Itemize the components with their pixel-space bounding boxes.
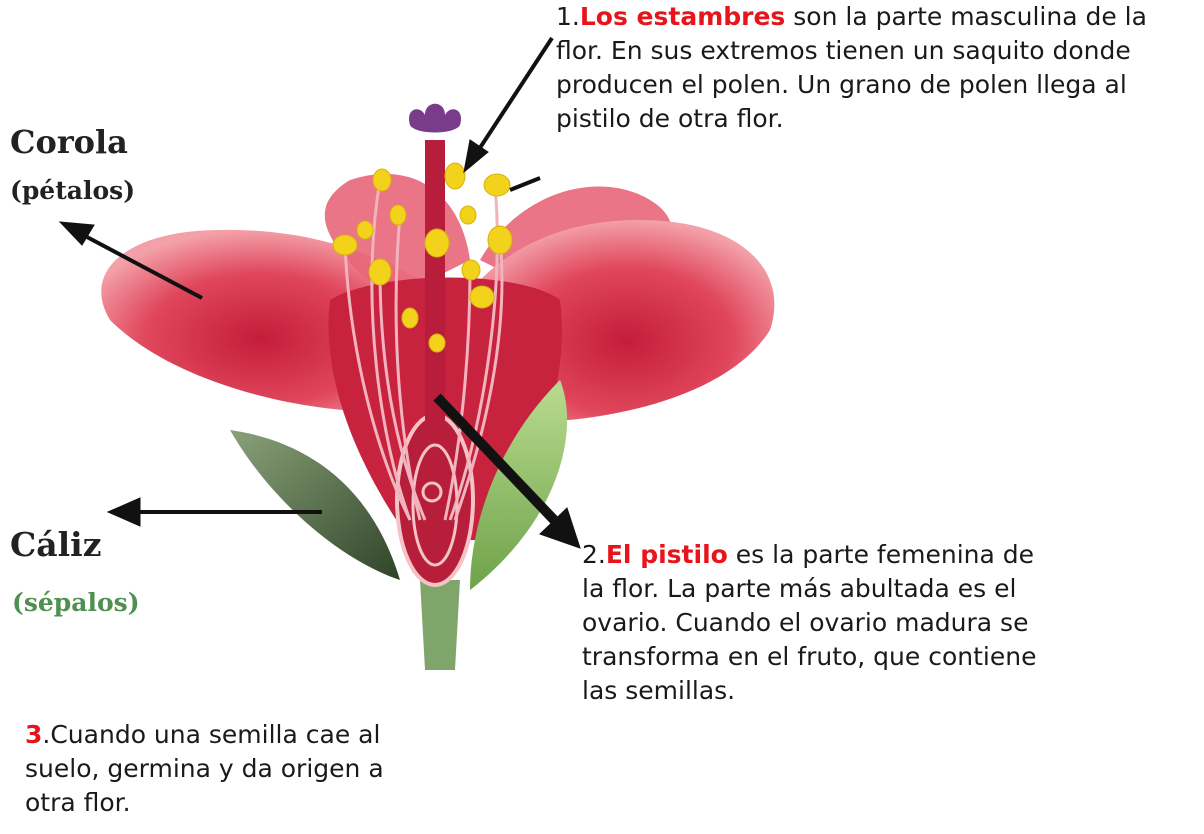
pistilo-highlight: El pistilo xyxy=(605,540,728,569)
stem xyxy=(420,580,460,670)
anthers xyxy=(332,162,513,353)
arrow-pistilo-shaft xyxy=(433,393,560,526)
caliz-sublabel: (sépalos) xyxy=(12,588,140,617)
pistilo-description: 2.El pistilo es la parte femenina de la … xyxy=(582,538,1052,708)
arrows xyxy=(58,36,581,549)
petals xyxy=(101,173,775,540)
ovary-inner xyxy=(411,443,459,567)
arrow-corola-head xyxy=(58,221,95,246)
arrow-estambres-shaft xyxy=(470,36,554,162)
ovule xyxy=(421,481,443,503)
estambres-description: 1.Los estambres son la parte masculina d… xyxy=(556,0,1201,136)
estambres-body: son la parte masculina de la flor. En su… xyxy=(556,2,1147,133)
sepal-left xyxy=(230,430,400,580)
arrow-corola-shaft xyxy=(69,226,203,300)
pistilo-body: es la parte femenina de la flor. La part… xyxy=(582,540,1037,705)
stigma xyxy=(408,103,462,133)
filaments xyxy=(343,179,504,521)
arrow-estambres-head xyxy=(463,139,489,174)
estambres-highlight: Los estambres xyxy=(579,2,786,31)
style xyxy=(425,140,445,420)
semilla-description: 3.Cuando una semilla cae al suelo, germi… xyxy=(25,718,385,820)
arrow-pistilo-head xyxy=(539,507,581,549)
arrow-anther-right xyxy=(509,176,541,192)
corola-label: Corola xyxy=(10,123,128,161)
corola-sublabel: (pétalos) xyxy=(10,176,136,205)
arrow-caliz-head xyxy=(106,497,141,527)
caliz-label: Cáliz xyxy=(10,525,102,564)
pistilo-number: 2. xyxy=(582,540,606,569)
semilla-number: 3 xyxy=(25,720,43,749)
estambres-number: 1. xyxy=(556,2,580,31)
semilla-body: .Cuando una semilla cae al suelo, germin… xyxy=(25,720,384,817)
